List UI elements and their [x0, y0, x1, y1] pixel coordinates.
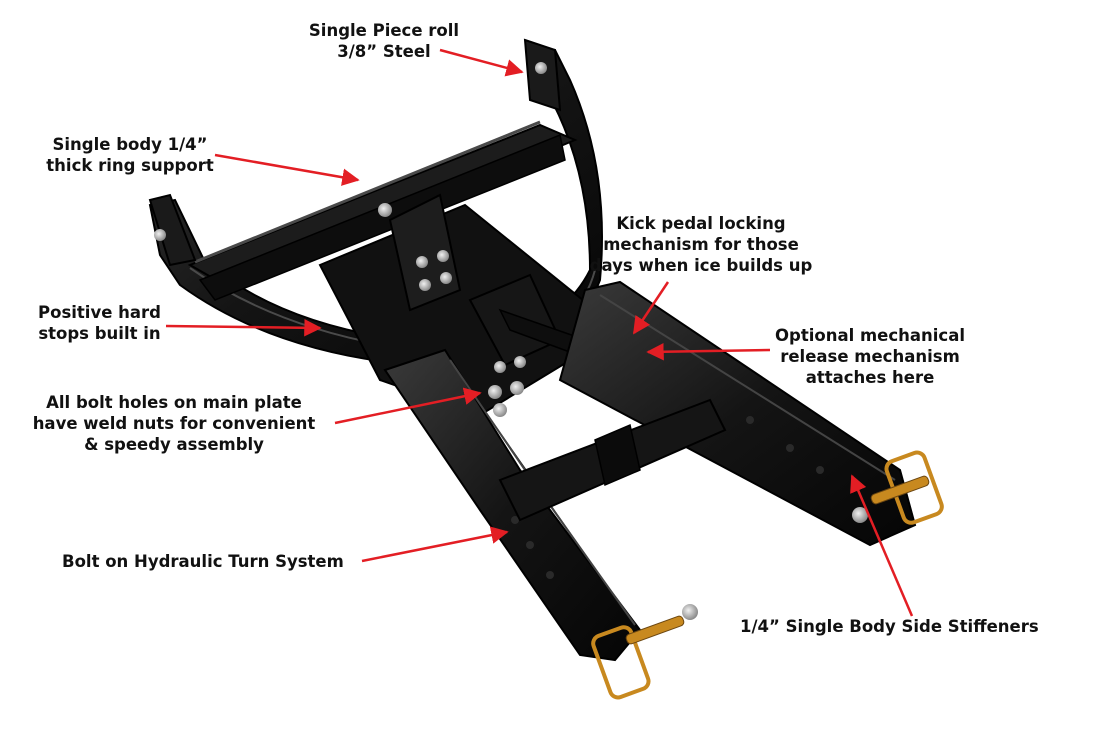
hitch-pin-icon [870, 475, 930, 505]
washer-icon [852, 507, 868, 523]
bolt-icon [440, 272, 452, 284]
callout-ring-support: Single body 1/4” thick ring support [46, 135, 214, 175]
bolt-icon [493, 403, 507, 417]
callout-mechanical-release: Optional mechanical release mechanism at… [774, 326, 966, 387]
hitch-pin-icon [625, 615, 685, 645]
callout-hydraulic-turn: Bolt on Hydraulic Turn System [62, 552, 344, 571]
annotation-arrows [165, 48, 914, 617]
bolt-icon [437, 250, 449, 262]
callout-side-stiffeners: 1/4” Single Body Side Stiffeners [740, 617, 1039, 636]
arrow-hydraulic-turn [361, 526, 509, 563]
bolt-icon [154, 229, 166, 241]
arrow-weld-nuts [334, 387, 482, 425]
lower-cross-member [498, 398, 727, 522]
arrow-kick-pedal [632, 281, 670, 335]
washer-icon [682, 604, 698, 620]
bolt-icon [488, 385, 502, 399]
bolt-icon [514, 356, 526, 368]
callout-weld-nuts: All bolt holes on main plate have weld n… [32, 393, 316, 454]
callout-kick-pedal: Kick pedal locking mechanism for those d… [589, 214, 813, 275]
hitch-pins [591, 450, 944, 700]
pin-clip-icon [591, 625, 651, 700]
end-plates [148, 38, 562, 267]
arrow-mechanical-release [646, 342, 771, 361]
callout-hard-stops: Positive hard stops built in [38, 303, 161, 343]
bolt-icon [494, 361, 506, 373]
bolt-icon [419, 279, 431, 291]
bolt-icon [378, 203, 392, 217]
bolt-icon [416, 256, 428, 268]
main-plate [318, 193, 622, 417]
right-side-arm [558, 280, 917, 547]
bolt-icon [535, 62, 547, 74]
arrow-hard-stops [165, 319, 322, 337]
arrow-single-piece-roll [439, 48, 524, 77]
arrow-side-stiffeners [850, 474, 914, 617]
callout-single-piece-roll: Single Piece roll 3/8” Steel [308, 21, 460, 61]
arrow-ring-support [214, 153, 360, 186]
bolt-icon [510, 381, 524, 395]
